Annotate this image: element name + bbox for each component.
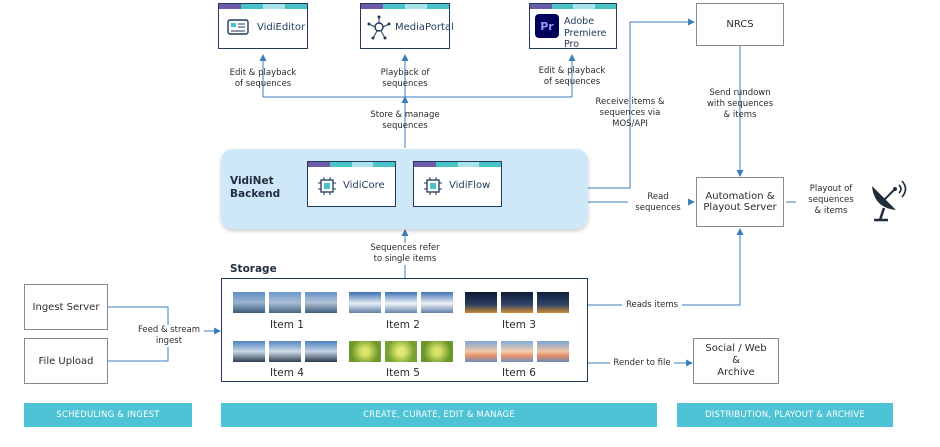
item-label: Item 6 xyxy=(502,367,536,379)
thumbnail xyxy=(384,340,418,363)
item-label: Item 2 xyxy=(386,319,420,331)
thumbnail xyxy=(500,340,534,363)
chip-icon xyxy=(318,177,336,195)
social-web-archive-box[interactable]: Social / Web & Archive xyxy=(693,338,779,384)
thumbnail xyxy=(384,291,418,314)
social-label-line2: & xyxy=(732,355,740,366)
storage-title: Storage xyxy=(230,263,277,275)
vidicore-label: VidiCore xyxy=(343,180,385,191)
file-upload-box[interactable]: File Upload xyxy=(24,338,108,384)
thumbnail xyxy=(232,340,266,363)
premiere-logo-icon: Pr xyxy=(535,14,559,38)
mediaportal-box[interactable]: MediaPortal xyxy=(360,3,454,49)
thumbnail xyxy=(500,291,534,314)
chip-icon xyxy=(424,177,442,195)
editor-icon xyxy=(227,19,249,35)
nrcs-label: NRCS xyxy=(726,19,754,30)
mediaportal-label: MediaPortal xyxy=(395,22,454,33)
item-label: Item 1 xyxy=(270,319,304,331)
banner-distribution: DISTRIBUTION, PLAYOUT & ARCHIVE xyxy=(677,403,893,427)
automation-box[interactable]: Automation & Playout Server xyxy=(696,177,784,227)
thumbnail xyxy=(420,291,454,314)
storage-box[interactable]: Item 1 Item 2 Item 3 Item 4 Item 5 Item … xyxy=(221,278,588,382)
file-upload-label: File Upload xyxy=(38,355,94,367)
backend-to-nrcs xyxy=(588,18,695,189)
vidieditor-label: VidiEditor xyxy=(257,22,306,33)
automation-label-line1: Automation & xyxy=(705,191,775,202)
banner-create-curate: CREATE, CURATE, EDIT & MANAGE xyxy=(221,403,657,427)
network-icon xyxy=(367,15,391,40)
thumbnail xyxy=(464,340,498,363)
label-render-to-file: Render to file xyxy=(610,358,674,369)
satellite-dish-icon xyxy=(872,180,907,222)
item-label: Item 3 xyxy=(502,319,536,331)
item-label: Item 5 xyxy=(386,367,420,379)
thumbnail xyxy=(348,340,382,363)
thumbnail xyxy=(304,340,338,363)
automation-label-line2: Playout Server xyxy=(703,202,777,213)
ingest-server-label: Ingest Server xyxy=(32,301,100,313)
social-label-line1: Social / Web xyxy=(705,343,767,354)
label-reads-items: Reads items xyxy=(622,300,682,311)
storage-to-automation xyxy=(588,228,744,306)
thumbnail xyxy=(536,291,570,314)
premiere-label-line2: Premiere Pro xyxy=(564,28,607,50)
premiere-label-line1: Adobe xyxy=(564,16,595,27)
nrcs-box[interactable]: NRCS xyxy=(696,3,784,46)
vidiflow-box[interactable]: VidiFlow xyxy=(413,161,502,207)
vidicore-box[interactable]: VidiCore xyxy=(307,161,396,207)
vidieditor-box[interactable]: VidiEditor xyxy=(218,3,308,49)
ingest-server-box[interactable]: Ingest Server xyxy=(24,284,108,330)
thumbnail xyxy=(348,291,382,314)
premiere-box[interactable]: Pr Adobe Premiere Pro xyxy=(529,3,617,50)
thumbnail xyxy=(232,291,266,314)
vidiflow-label: VidiFlow xyxy=(449,180,491,191)
thumbnail xyxy=(536,340,570,363)
ingest-server-line xyxy=(108,306,169,331)
thumbnail xyxy=(304,291,338,314)
thumbnail xyxy=(268,340,302,363)
social-label-line3: Archive xyxy=(717,367,755,378)
thumbnail xyxy=(268,291,302,314)
thumbnail xyxy=(464,291,498,314)
item-label: Item 4 xyxy=(270,367,304,379)
thumbnail xyxy=(420,340,454,363)
banner-scheduling-ingest: SCHEDULING & INGEST xyxy=(24,403,192,427)
